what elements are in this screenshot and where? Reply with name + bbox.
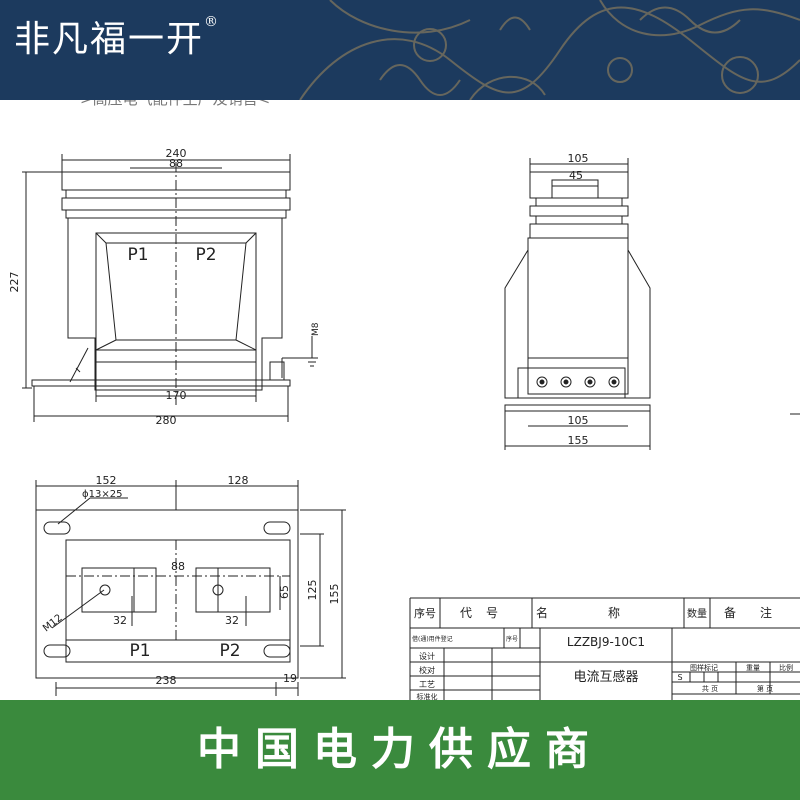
top-dim-152: 152	[96, 474, 117, 487]
top-hole-spec: ϕ13×25	[82, 489, 122, 500]
tb-row-design: 设计	[419, 651, 435, 661]
front-view	[22, 154, 318, 422]
brand-logo-text: 非凡福一开®	[14, 14, 221, 60]
top-bolt-label: M12	[41, 613, 65, 635]
header-banner: 非凡福一开®	[0, 0, 800, 100]
tb-col-no: 序号	[414, 606, 436, 620]
side-dim-105-top: 105	[568, 152, 589, 165]
tb-scale-label: 比例	[779, 663, 793, 672]
tb-col-code: 代号	[460, 606, 512, 620]
top-dim-125: 125	[306, 580, 319, 601]
top-dim-32-left: 32	[113, 614, 127, 627]
engineering-drawing: 240 88 227 170 280 P1 P2 M8 105 45 105 1…	[8, 147, 800, 700]
top-view	[35, 480, 346, 696]
top-dim-155: 155	[328, 584, 341, 605]
front-dim-227: 227	[8, 272, 21, 293]
tb-stage-label: 图样标记	[690, 663, 718, 672]
tb-row-ref: 借(通)用件登记	[412, 635, 453, 643]
footer-banner: 中国电力供应商	[0, 700, 800, 800]
top-label-p1: P1	[129, 641, 150, 661]
tb-page-no: 第 页	[757, 684, 773, 693]
tb-product-name: 电流互感器	[573, 669, 638, 685]
top-dim-32-right: 32	[225, 614, 239, 627]
tb-col-name: 名称	[536, 605, 680, 620]
footer-slogan: 中国电力供应商	[197, 724, 603, 775]
side-view	[504, 158, 800, 450]
tb-row-seq: 序号	[506, 635, 518, 643]
tb-row-check: 校对	[419, 665, 435, 675]
front-dim-280: 280	[156, 414, 177, 427]
tb-row-standard: 标准化	[417, 692, 438, 700]
ornament-pattern	[299, 0, 800, 100]
front-dim-88: 88	[169, 157, 183, 170]
tb-model: LZZBJ9-10C1	[567, 635, 645, 649]
top-label-p2: P2	[219, 641, 240, 661]
tb-col-qty: 数量	[687, 607, 707, 620]
front-dim-170: 170	[166, 389, 187, 402]
side-dim-45: 45	[569, 169, 583, 182]
side-dim-155: 155	[568, 434, 589, 447]
top-dim-65: 65	[278, 585, 291, 599]
front-label-p1: P1	[127, 245, 148, 265]
tb-weight-label: 重量	[746, 664, 760, 672]
front-label-p2: P2	[195, 245, 216, 265]
title-block	[409, 597, 800, 700]
tb-total-pages: 共 页	[702, 684, 718, 693]
top-dim-238: 238	[156, 674, 177, 687]
tb-row-process: 工艺	[419, 680, 435, 689]
side-dim-105-bottom: 105	[568, 414, 589, 427]
top-dim-88: 88	[171, 560, 185, 573]
top-dim-128: 128	[228, 474, 249, 487]
subline-text: >高压电气配件生产及销售<	[80, 100, 270, 109]
tb-col-note: 备注	[724, 605, 796, 620]
tb-stage-value: S	[677, 673, 682, 682]
top-dim-19: 19	[283, 672, 297, 685]
front-dim-240: 240	[166, 147, 187, 160]
ground-label: M8	[311, 322, 321, 336]
